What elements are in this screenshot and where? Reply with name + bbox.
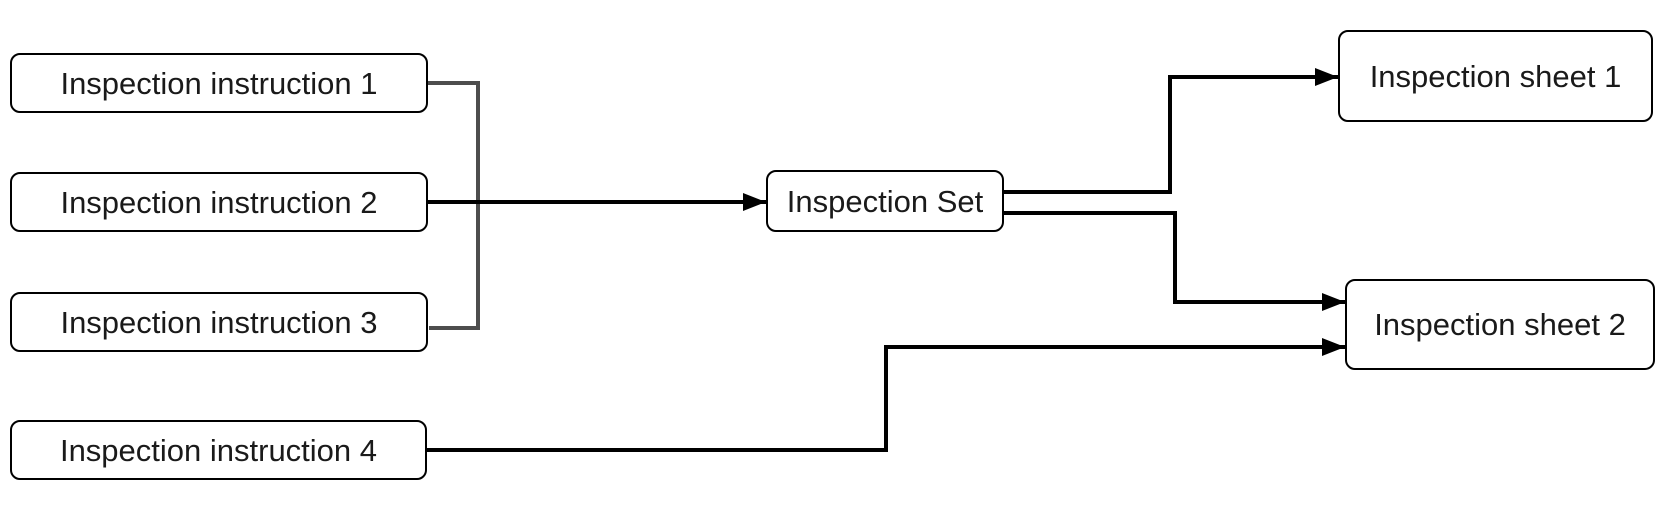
node-inspection-sheet-2: Inspection sheet 2: [1345, 279, 1655, 370]
node-label: Inspection sheet 1: [1369, 58, 1622, 94]
node-inspection-instruction-4: Inspection instruction 4: [10, 420, 427, 480]
node-label: Inspection instruction 4: [59, 432, 378, 468]
node-inspection-sheet-1: Inspection sheet 1: [1338, 30, 1653, 122]
node-label: Inspection instruction 1: [60, 65, 378, 101]
node-inspection-set: Inspection Set: [766, 170, 1004, 232]
node-label: Inspection Set: [786, 183, 984, 219]
node-inspection-instruction-3: Inspection instruction 3: [10, 292, 428, 352]
node-inspection-instruction-2: Inspection instruction 2: [10, 172, 428, 232]
connector-set-to-sheet1: [1002, 68, 1338, 194]
node-inspection-instruction-1: Inspection instruction 1: [10, 53, 428, 113]
connector-set-to-sheet2: [1002, 211, 1345, 311]
connector-bracket-instructions-1-3: [426, 81, 480, 330]
node-label: Inspection sheet 2: [1374, 307, 1626, 342]
node-label: Inspection instruction 3: [60, 304, 378, 340]
node-label: Inspection instruction 2: [60, 184, 378, 220]
connector-instruction4-to-sheet2: [425, 338, 1345, 452]
